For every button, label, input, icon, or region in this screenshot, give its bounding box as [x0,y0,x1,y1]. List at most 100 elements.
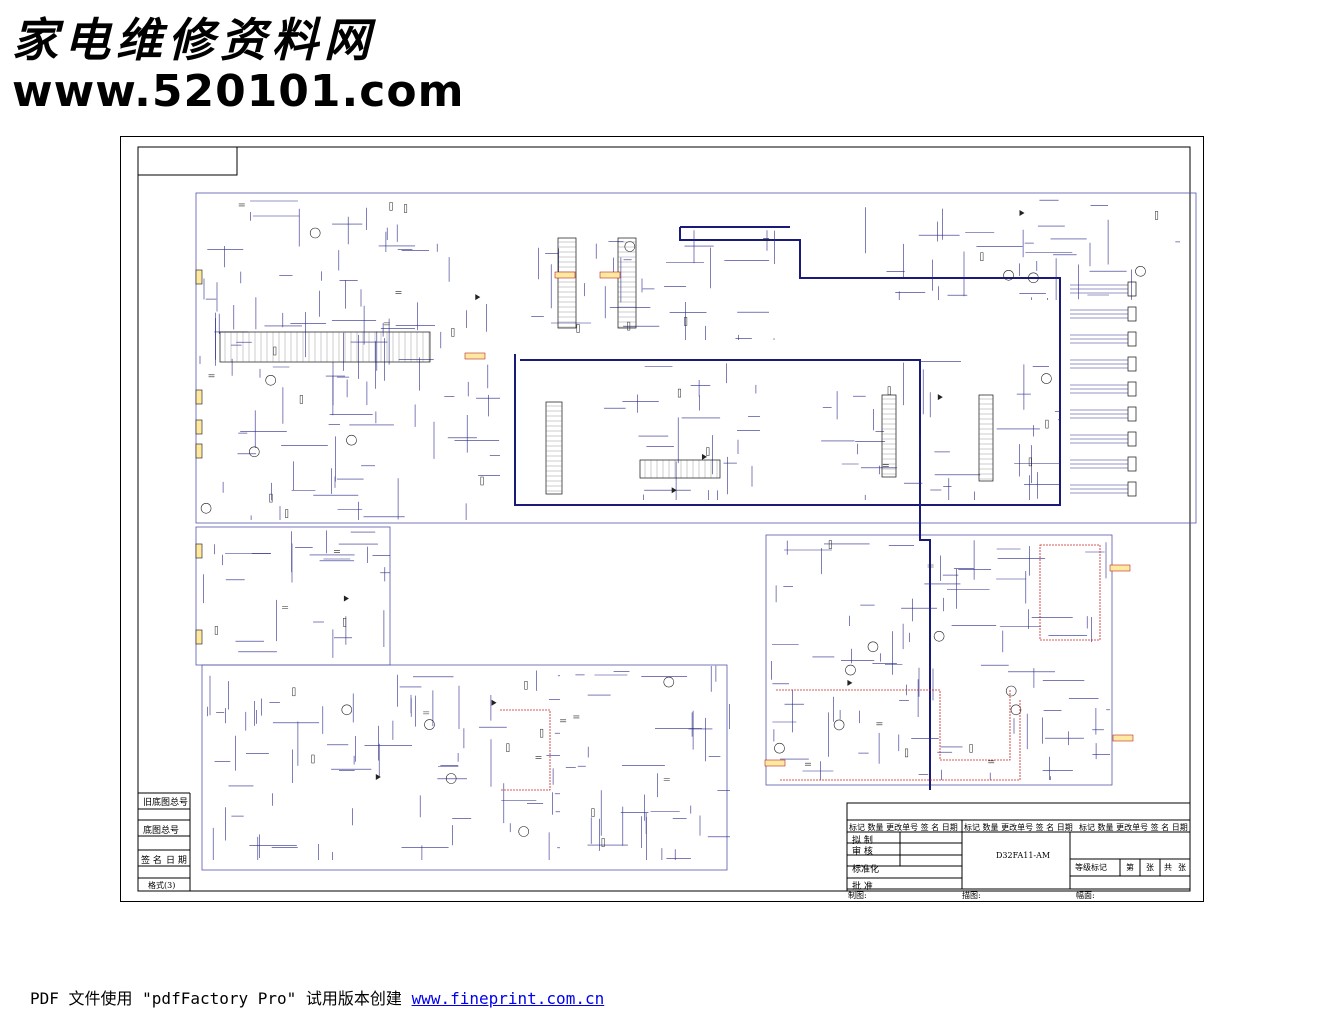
resistor [576,324,580,333]
resistor [451,328,455,337]
inner-frame [137,146,1191,892]
resistor [969,744,973,753]
transistor [346,434,357,446]
resistor [389,202,393,211]
bottom-size: 幅面: [1076,891,1095,900]
capacitor [988,760,995,764]
connector-left-1 [195,389,203,405]
capacitor [663,778,670,781]
net-flag-0 [464,352,486,360]
ctl-bus-loop [514,354,921,506]
capacitor [882,464,889,467]
transistor [200,502,212,514]
diode [475,294,481,301]
resistor [980,252,984,261]
connector-xp1 [1127,281,1137,297]
resistor [480,476,484,486]
connector-left-0 [195,269,203,285]
connector-left-3 [195,443,203,459]
capacitor [282,606,289,610]
deflection-box [765,534,1113,786]
pdf-footer: PDF 文件使用 "pdfFactory Pro" 试用版本创建 www.fin… [30,985,604,1009]
ic-package [639,459,721,479]
capacitor [395,291,402,295]
row-review: 审 核 [852,847,873,857]
revision-header-1: 标记 数量 更改单号 签 名 日期 [849,823,958,832]
connector-left-4 [195,543,203,559]
resistor [343,618,347,627]
net-flag-3 [764,759,786,767]
capacitor [560,719,567,723]
footer-text: PDF 文件使用 "pdfFactory Pro" 试用版本创建 [30,989,412,1008]
connector-xp9 [1127,481,1137,497]
connector-left-2 [195,419,203,435]
transistor [518,826,530,837]
capacitor [927,564,934,568]
grade-zhang1: 张 [1146,863,1154,872]
net-flag-1 [554,271,576,279]
bottom-trace: 描图: [962,891,981,900]
transistor [1010,704,1022,716]
resistor [1028,457,1032,467]
transistor [445,773,457,784]
resistor [404,204,408,213]
site-url[interactable]: www.520101.com [12,66,465,117]
signal-section-box [195,192,1197,524]
revision-header-3: 标记 数量 更改单号 签 名 日期 [1079,823,1188,832]
resistor [591,808,595,817]
transistor [867,641,879,653]
resistor [601,838,605,847]
connector-xp6 [1127,406,1137,422]
title-block-format: 格式(3) [148,881,176,890]
transistor [1041,373,1052,384]
title-block-left-label-1: 旧底图总号 [143,798,189,808]
transistor [1028,272,1039,284]
capacitor [876,722,883,726]
row-approve: 批 准 [852,882,873,892]
transistor [774,742,785,754]
corner-box [137,146,238,176]
transistor [424,719,435,730]
row-standard: 标准化 [852,865,880,875]
capacitor [423,711,430,715]
net-flag-5 [1112,734,1134,742]
diode [1019,210,1025,217]
title-block-left-label-3: 签 名 [141,856,162,866]
grade-total: 共 [1164,863,1172,872]
transistor [265,374,277,386]
ic-package [881,394,897,478]
ic-package [545,401,563,495]
transistor [309,227,321,239]
connector-xp4 [1127,356,1137,372]
resistor [311,754,315,764]
resistor [524,681,528,690]
resistor [887,386,891,395]
resistor [506,743,510,752]
diode [343,595,349,602]
transistor [341,704,353,716]
diode [671,487,677,494]
connector-xp3 [1127,331,1137,347]
transistor [933,630,945,642]
connector-xp7 [1127,431,1137,447]
resistor [677,388,681,398]
resistor [285,509,289,518]
capacitor [238,203,245,207]
resistor [706,447,710,456]
capacitor [804,762,811,766]
connector-xp2 [1127,306,1137,322]
transistor [845,664,856,676]
grade-label: 等级标记 [1075,863,1107,872]
capacitor [333,550,340,554]
capacitor [535,756,542,759]
capacitor [763,237,770,241]
resistor [1155,211,1159,220]
transistor [1003,269,1014,281]
net-flag-4 [1109,564,1131,572]
footer-link[interactable]: www.fineprint.com.cn [411,989,605,1008]
ic-package [219,331,431,363]
ic-package [557,237,577,329]
transistor [833,719,845,731]
resistor [273,346,277,356]
